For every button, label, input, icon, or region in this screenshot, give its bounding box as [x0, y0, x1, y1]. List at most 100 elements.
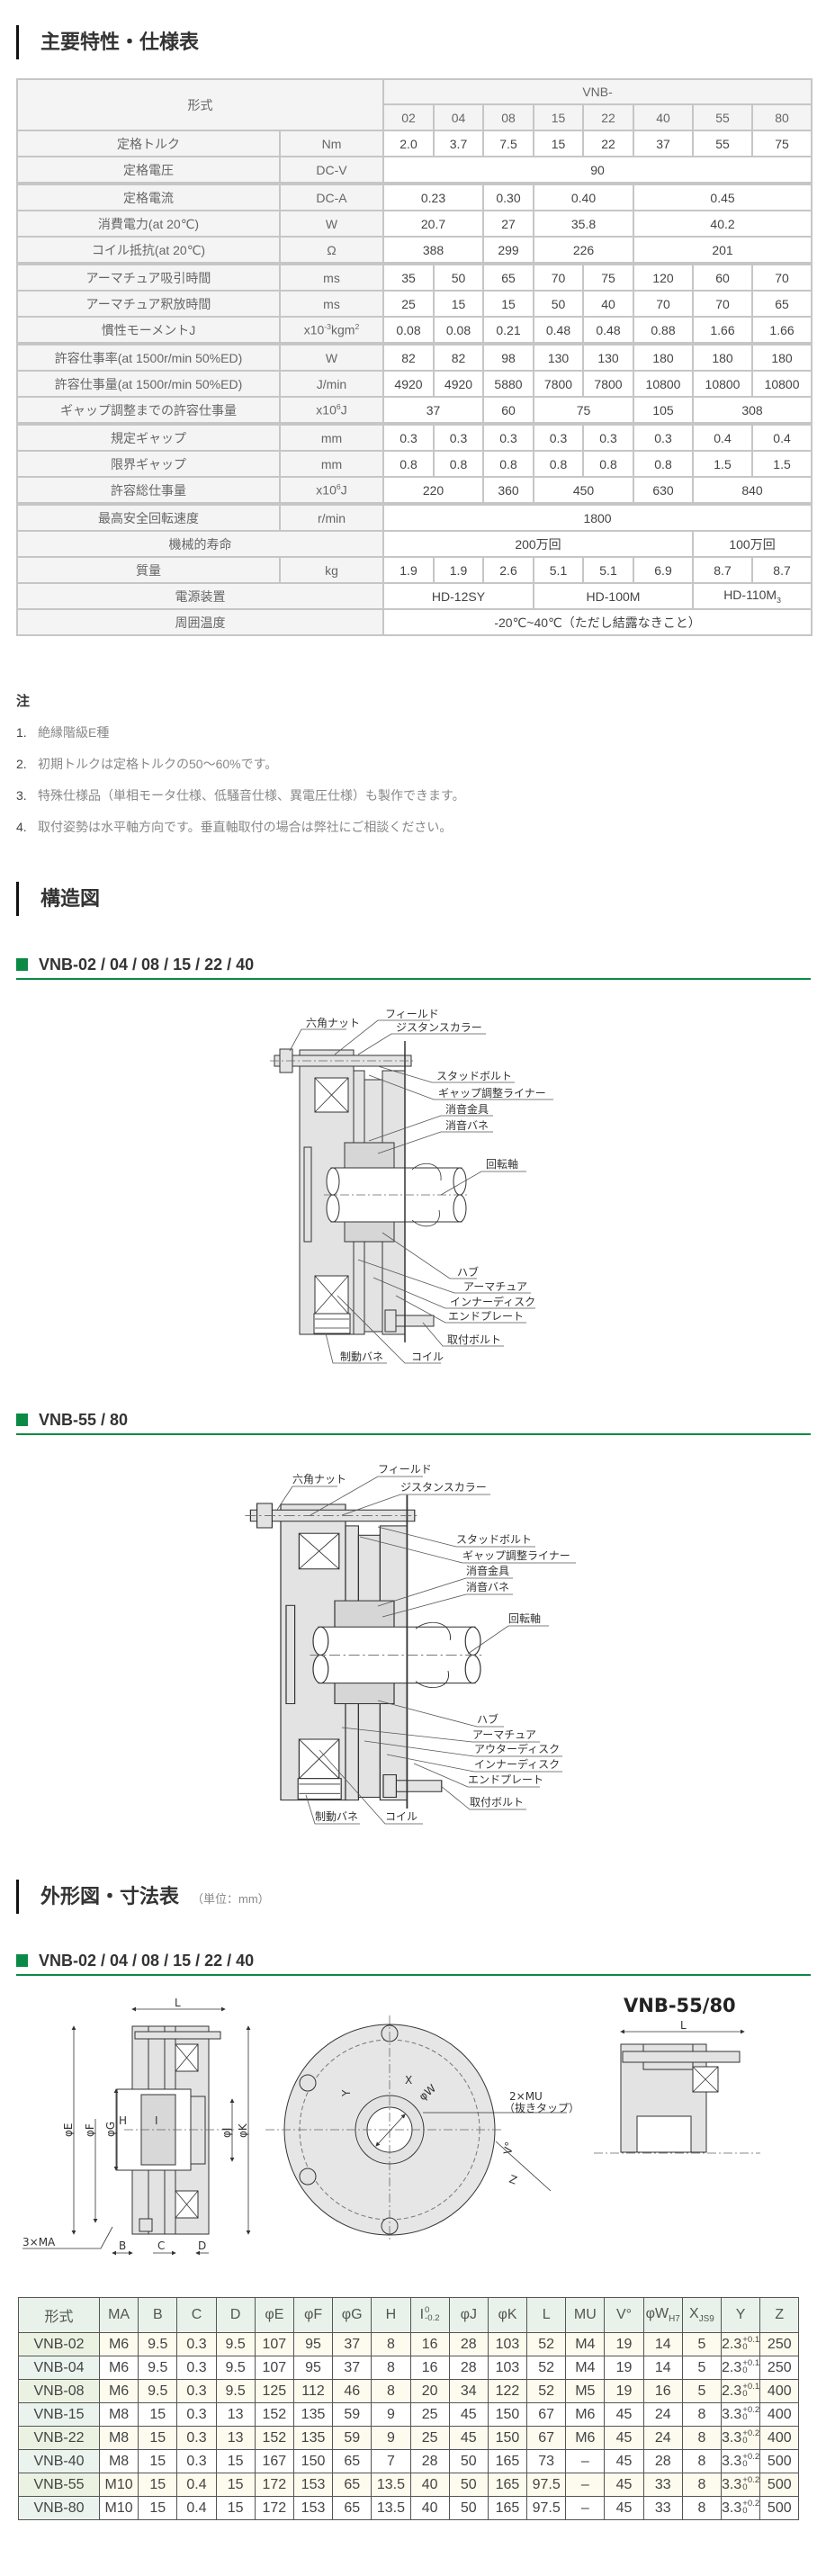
dim-value: 13.5 [371, 2473, 411, 2497]
dim-value: M5 [565, 2379, 606, 2403]
dim-label-E: φE [62, 2123, 75, 2138]
cell-text: 0.48 [596, 322, 621, 337]
cell-text: 3.3 [722, 2453, 742, 2469]
tol-lower: 0 [742, 2482, 748, 2493]
cell-text: 15 [501, 296, 516, 311]
dim-value: 25 [409, 2402, 450, 2427]
spec-label: 許容仕事率(at 1500r/min 50%ED) [16, 343, 281, 372]
cell-text: V° [615, 2307, 633, 2322]
cell-text: 45 [615, 2476, 633, 2492]
spec-value: 0.30 [482, 183, 534, 211]
cell-text: 50 [451, 270, 466, 285]
cell-text: 0.8 [549, 456, 568, 471]
dim-value: 45 [448, 2402, 489, 2427]
cell-text: 5.1 [549, 562, 568, 578]
cell-text: 37 [426, 402, 441, 417]
cell-text: r/min [317, 510, 346, 525]
spec-value: 75 [582, 263, 634, 292]
spec-value: 65 [750, 290, 813, 318]
cell-text: 1.9 [400, 562, 417, 578]
label-hex-nut: 六角ナット [292, 1473, 346, 1485]
cell-text: 10800 [705, 376, 741, 391]
spec-value: 70 [533, 263, 584, 292]
cell-text: 15 [149, 2476, 166, 2492]
spec-value: 7800 [533, 370, 584, 398]
dim-value: 125 [254, 2379, 294, 2403]
label-hex-nut: 六角ナット [306, 1017, 360, 1029]
spec-value: 10800 [750, 370, 813, 398]
flange [303, 1146, 312, 1243]
spec-value: 0.4 [750, 423, 813, 452]
cell-text: VNB-55 [33, 2476, 85, 2492]
cell-text: 60 [501, 402, 516, 417]
spec-value: 8.7 [750, 556, 813, 584]
dim-value: 33 [642, 2496, 683, 2520]
note-text: 初期トルクは定格トルクの50～60%です。 [38, 757, 278, 771]
cell-text: 500 [767, 2476, 792, 2492]
cell-text: 75 [775, 136, 789, 151]
cell-text: 500 [767, 2453, 792, 2469]
dim-value: M6 [565, 2426, 606, 2450]
spec-value: HD-100M [533, 582, 694, 610]
spec-value: 226 [533, 236, 634, 265]
dim-value: 9.5 [138, 2356, 178, 2380]
dim-value: 0.3 [176, 2332, 217, 2356]
model-header: 形式 [16, 78, 384, 131]
cell-text: 150 [495, 2429, 520, 2446]
cell-text: 167 [262, 2453, 287, 2469]
dim-value: 50 [448, 2449, 489, 2473]
cell-text: 840 [741, 482, 763, 498]
dim-model: VNB-55 [18, 2473, 100, 2497]
spec-value: 70 [750, 263, 813, 292]
cell-text: 150 [301, 2453, 326, 2469]
cell-text: ms [323, 270, 340, 285]
bolt-head [384, 1309, 397, 1333]
cell-text: 107 [262, 2336, 287, 2352]
structure-subheading-1: VNB-02 / 04 / 08 / 15 / 22 / 40 [16, 955, 811, 980]
label-inner-disc: インナーディスク [474, 1757, 560, 1771]
cell-text: 8 [386, 2336, 395, 2352]
spec-value: 70 [692, 290, 753, 318]
dim-label-L: L [175, 1997, 181, 2009]
dim-value: M4 [565, 2356, 606, 2380]
cell-text: HD-110M [723, 588, 777, 603]
dim-value: 103 [487, 2332, 528, 2356]
spec-heading: 主要特性・仕様表 [16, 25, 199, 59]
spec-unit: kg [279, 556, 384, 584]
dim-value: 37 [332, 2332, 373, 2356]
cell-text: 37 [344, 2336, 361, 2352]
dim-value: 33 [642, 2473, 683, 2497]
cell-text: 112 [301, 2383, 325, 2399]
cell-text: M8 [108, 2453, 130, 2469]
dim-value: 8 [371, 2332, 411, 2356]
cell-text: 50 [460, 2476, 477, 2492]
tol-upper: +0.1 [742, 2334, 760, 2345]
spec-value: 840 [691, 476, 813, 506]
structure-heading: 構造図 [16, 882, 100, 916]
cell-text: 13 [227, 2429, 244, 2446]
cell-text: HD-12SY [431, 588, 486, 604]
label-brake-spring: 制動バネ [315, 1810, 358, 1823]
dim-label-K: φK [237, 2123, 249, 2138]
cell-text: 19 [615, 2383, 633, 2399]
subheading-text: VNB-55 / 80 [39, 1411, 129, 1429]
cell-text: 15 [149, 2453, 166, 2469]
spec-value: 1.66 [750, 316, 813, 346]
spec-value: 130 [533, 343, 584, 372]
cell-text: 33 [654, 2500, 671, 2516]
spec-value: 120 [633, 263, 694, 292]
cell-text: M6 [575, 2429, 596, 2446]
cell-text: D [229, 2307, 241, 2322]
size-header: 40 [633, 103, 694, 131]
dim-header: V° [604, 2297, 644, 2333]
